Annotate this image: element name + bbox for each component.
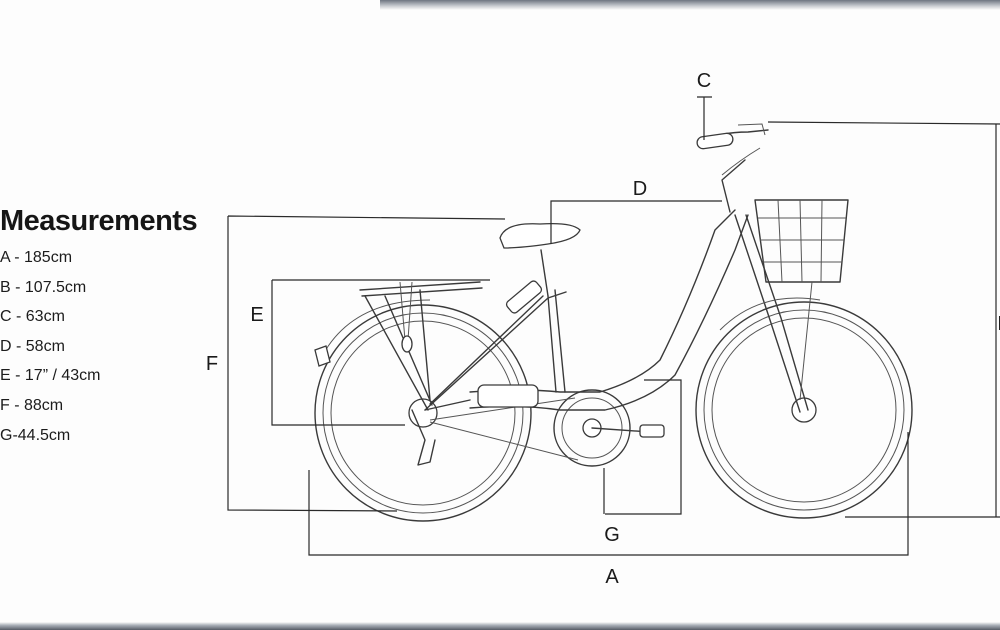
dimension-g: G	[603, 379, 682, 546]
rear-fender	[319, 299, 431, 361]
dim-label-g: G	[604, 524, 620, 546]
scan-edge-top	[380, 0, 1000, 10]
dim-label-d: D	[633, 178, 647, 200]
rear-derailleur	[411, 409, 436, 466]
dimension-f: F	[206, 215, 506, 512]
stem	[721, 159, 746, 213]
bike-frame	[424, 209, 749, 411]
rear-wheel	[314, 304, 532, 522]
measurement-d: D - 58cm	[0, 337, 65, 355]
rear-light	[314, 345, 331, 367]
front-wheel	[695, 301, 913, 519]
measurements-list: A - 185cm B - 107.5cm C - 63cm D - 58cm …	[0, 243, 100, 450]
dimension-b: B	[767, 121, 1000, 518]
dim-label-b: B	[997, 313, 1000, 335]
rear-rack	[359, 281, 483, 411]
dim-label-a: A	[605, 566, 619, 588]
dim-label-f: F	[206, 353, 218, 375]
battery-pack	[477, 384, 539, 408]
handlebar-grip	[696, 132, 734, 150]
front-fork	[734, 214, 809, 413]
measurements-title: Measurements	[0, 205, 198, 237]
dimension-a: A	[308, 432, 909, 588]
dim-label-e: E	[250, 304, 263, 326]
bicycle-illustration	[314, 123, 913, 522]
crankset	[429, 389, 665, 467]
front-basket	[754, 199, 849, 401]
front-fender	[719, 297, 821, 331]
dimension-c: C	[697, 70, 712, 140]
dimension-d: D	[550, 178, 722, 244]
dim-label-c: C	[697, 70, 711, 92]
seatpost	[540, 249, 549, 297]
saddle	[499, 222, 581, 249]
measurement-c: C - 63cm	[0, 308, 65, 326]
measurement-a: A - 185cm	[0, 249, 73, 266]
measurement-b: B - 107.5cm	[0, 278, 87, 296]
measurement-g: G-44.5cm	[0, 426, 71, 444]
scan-edge-bottom	[0, 622, 1000, 630]
measurement-e: E - 17” / 43cm	[0, 367, 101, 385]
measurement-f: F - 88cm	[0, 396, 64, 414]
dimension-e: E	[250, 279, 490, 426]
